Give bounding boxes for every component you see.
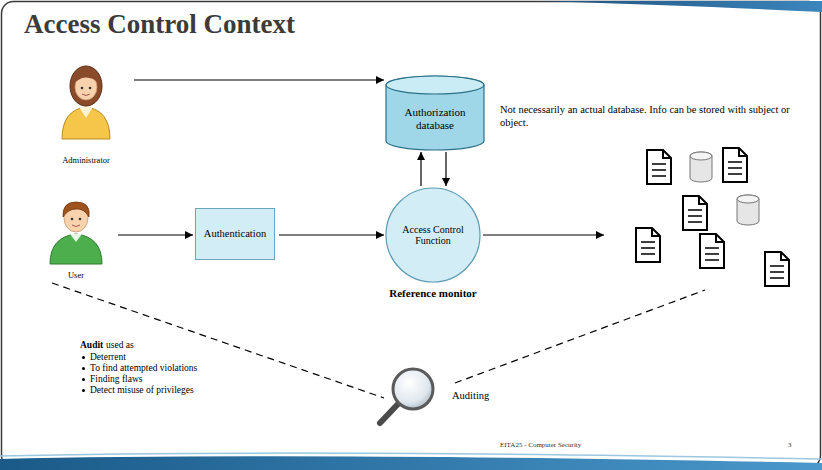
bullet-dot [82,389,85,392]
flow-arrow [118,234,193,235]
magnifier-icon [380,369,433,423]
bullet-item: Finding flaws [90,374,143,385]
audit-heading: used as [106,340,134,351]
bottom-strip [0,453,822,459]
flow-arrow [279,234,384,235]
slide-title: Access Control Context [24,9,295,40]
node-text: User [68,271,84,281]
resources-icons [636,148,789,286]
top-ribbon [540,1,822,12]
bullet-dot [82,378,85,381]
node-text: Administrator [62,156,110,166]
bullet-item: Deterrent [90,352,126,363]
audit-dashed-line [52,283,384,398]
node-text: Access Control Function [401,224,465,247]
flow-arrow [420,152,421,186]
node-text: Authorization database [392,106,478,131]
audit-dashed-line [455,290,705,383]
administrator-actor: Administrator [48,60,124,166]
bottom-band [0,456,822,470]
page-number: 3 [788,441,792,449]
reference-monitor-circle: Access Control FunctionReference monitor [385,187,481,283]
database-cylinder: Authorization database [385,75,485,151]
audit-heading: Audit [80,340,103,351]
bullet-item: Detect misuse of privileges [90,385,194,396]
node-text: Authentication [204,228,266,240]
footer-text: EITA25 - Computer Security [500,441,581,449]
bullet-dot [82,356,85,359]
bullet-item: To find attempted violations [90,363,197,374]
user-actor: User [38,195,114,281]
node-heading: Reference monitor [389,287,476,300]
access-arrow [483,234,604,235]
bullet-dot [82,367,85,370]
flow-arrow [134,79,384,80]
process-box: Authentication [195,208,275,260]
person-icon [56,60,116,144]
person-icon [46,197,106,269]
note-text: Not necessarily an actual database. Info… [500,104,812,129]
auditing-label: Auditing [450,390,491,403]
flow-arrow [445,152,446,186]
